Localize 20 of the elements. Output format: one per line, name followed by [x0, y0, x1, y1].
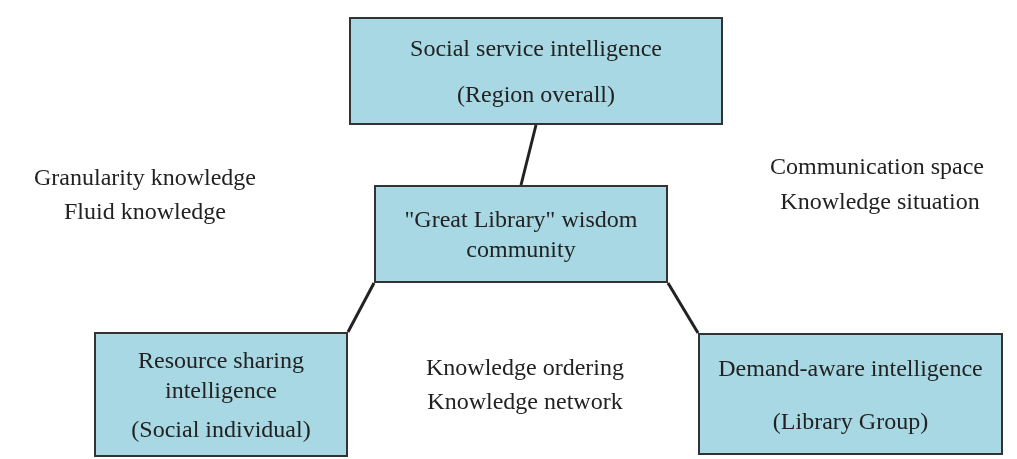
connector-line — [346, 282, 376, 333]
connector-line — [519, 124, 538, 186]
concept-box — [349, 17, 723, 125]
box-text: Resource sharing intelligence — [137, 345, 305, 405]
box-text: (Region overall) — [457, 80, 615, 109]
connector-line — [666, 282, 700, 334]
concept-box — [374, 185, 668, 283]
box-text: Demand-aware intelligence — [718, 353, 983, 383]
box-text: (Social individual) — [131, 415, 311, 445]
concept-box — [698, 333, 1003, 455]
concept-box — [94, 332, 348, 457]
box-text: (Library Group) — [772, 406, 929, 436]
annotation-text: Knowledge network — [427, 387, 623, 416]
annotation-text: Knowledge ordering — [426, 353, 624, 382]
box-text: Social service intelligence — [410, 34, 662, 63]
box-text: "Great Library" wisdom community — [403, 205, 639, 264]
annotation-text: Granularity knowledge — [34, 163, 256, 192]
annotation-text: Knowledge situation — [780, 187, 980, 216]
annotation-text: Communication space — [770, 152, 984, 181]
annotation-text: Fluid knowledge — [64, 197, 226, 226]
